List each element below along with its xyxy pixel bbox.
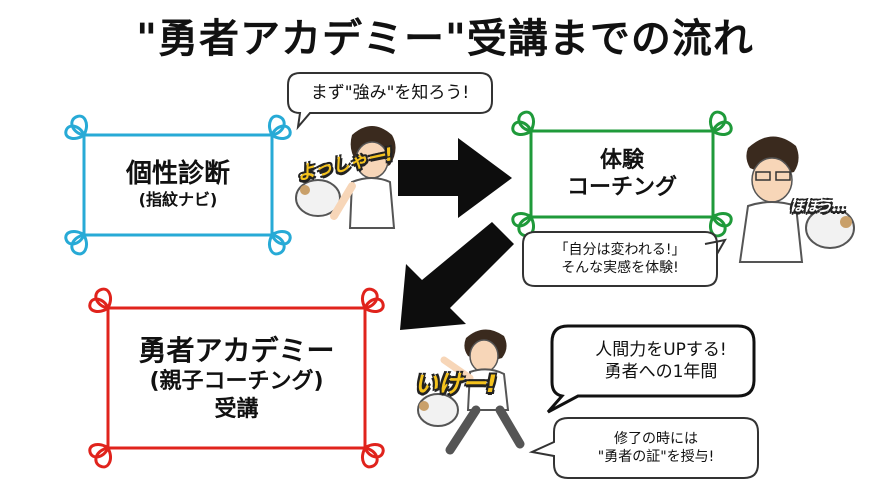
bubble-step3a: 人間力をUPする! 勇者への1年間 xyxy=(568,326,754,396)
character-thinking-illustration xyxy=(738,136,855,263)
bubble-step3b-line1: 修了の時には xyxy=(614,430,698,447)
arrow-right xyxy=(398,138,512,218)
bubble-step3b-line2: "勇者の証"を授与! xyxy=(597,449,715,465)
step2-subtitle: コーチング xyxy=(566,175,677,200)
step3-title: 勇者アカデミー xyxy=(138,334,335,367)
step1-title: 個性診断 xyxy=(125,159,230,189)
bubble-step2: 「自分は変われる!」 そんな実感を体験! xyxy=(523,232,717,286)
step3-footer: 受講 xyxy=(214,396,259,422)
step3-box: 勇者アカデミー (親子コーチング) 受講 xyxy=(108,308,365,448)
step1-subtitle: (指紋ナビ) xyxy=(138,190,218,210)
bubble-step3b: 修了の時には "勇者の証"を授与! xyxy=(554,418,758,478)
character-celebrating-illustration xyxy=(295,126,396,229)
bubble1-shape xyxy=(287,72,493,131)
step2-frame xyxy=(511,110,733,238)
sticker-ike: いけー! xyxy=(414,370,497,398)
step3-frame xyxy=(88,287,385,469)
bubble-step3a-line2: 勇者への1年間 xyxy=(604,362,718,382)
bubble-step2-line1: 「自分は変われる!」 xyxy=(554,241,686,258)
bubble-step1: まず"強み"を知ろう! xyxy=(288,73,492,113)
bubble3b-shape xyxy=(528,417,759,479)
bubble-step3a-line1: 人間力をUPする! xyxy=(595,339,727,360)
step3-subtitle: (親子コーチング) xyxy=(149,369,324,394)
bubble-step2-line2: そんな実感を体験! xyxy=(561,260,679,276)
page-title: "勇者アカデミー"受講までの流れ xyxy=(136,16,754,62)
step2-title: 体験 xyxy=(599,147,644,173)
bubble2-shape xyxy=(522,231,727,287)
step1-box: 個性診断 (指紋ナビ) xyxy=(84,135,272,235)
character-running-illustration xyxy=(417,329,525,455)
step1-frame xyxy=(64,114,292,256)
bubble3a-shape xyxy=(546,324,756,414)
step2-box: 体験 コーチング xyxy=(531,131,713,217)
sticker-hohou: ほほう… xyxy=(790,199,846,215)
arrow-down-left xyxy=(400,222,514,330)
bubble-step1-text: まず"強み"を知ろう! xyxy=(310,82,470,103)
